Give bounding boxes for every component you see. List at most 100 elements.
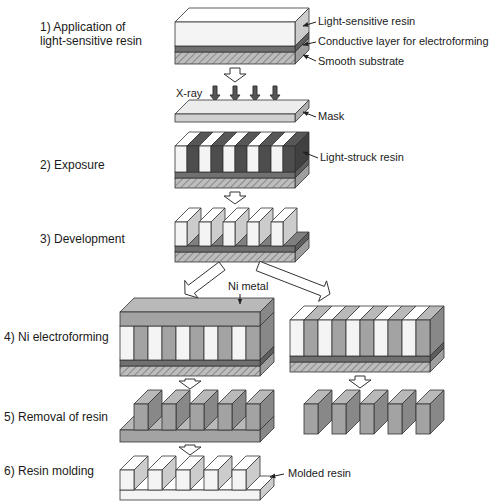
molded-tooth-side bbox=[134, 456, 148, 490]
molded-tooth-front bbox=[176, 470, 190, 490]
electroformed-column-front bbox=[190, 326, 204, 360]
process-arrow bbox=[224, 192, 246, 204]
ni-tooth-side bbox=[260, 390, 274, 430]
electroformed-column bbox=[416, 306, 444, 356]
leader-line bbox=[303, 55, 316, 61]
process-arrow bbox=[224, 68, 246, 82]
process-drawing bbox=[120, 8, 444, 500]
step-label: 1) Application of light-sensitive resin bbox=[40, 20, 152, 49]
electroformed-column-front bbox=[416, 320, 430, 356]
conductive-layer-front bbox=[175, 46, 295, 52]
ni-layer-top bbox=[120, 298, 274, 312]
resin-tooth bbox=[223, 208, 249, 246]
resin-tooth-front bbox=[175, 222, 187, 246]
smooth-substrate-front bbox=[175, 52, 295, 64]
part-label: Conductive layer for electroforming bbox=[318, 35, 489, 48]
process-arrow bbox=[179, 445, 201, 455]
ni-tooth-front bbox=[190, 404, 204, 430]
resin-column-side bbox=[295, 132, 309, 172]
smooth-substrate-hatch bbox=[290, 362, 430, 372]
ni-part bbox=[388, 390, 416, 434]
ni-tooth-side bbox=[148, 390, 162, 430]
ni-layer-front bbox=[120, 312, 260, 326]
part-label: Smooth substrate bbox=[318, 55, 404, 68]
step-label: 4) Ni electroforming bbox=[4, 330, 109, 344]
resin-column-front bbox=[259, 146, 271, 172]
part-label: Ni metal bbox=[228, 280, 268, 293]
electroformed-column-front bbox=[120, 326, 134, 360]
resin-tooth-front bbox=[247, 222, 259, 246]
part-label: Light-struck resin bbox=[320, 151, 404, 164]
ni-tooth-side bbox=[176, 390, 190, 430]
leader-line bbox=[270, 474, 284, 477]
step-label: 5) Removal of resin bbox=[4, 410, 108, 424]
resin-column-front bbox=[211, 146, 223, 172]
electroformed-column-front bbox=[402, 320, 416, 356]
molded-tooth-side bbox=[218, 456, 232, 490]
light-sensitive-resin-side bbox=[295, 8, 309, 46]
ni-tooth-front bbox=[134, 404, 148, 430]
mask-plate bbox=[175, 100, 309, 122]
leader-line bbox=[303, 22, 316, 26]
resin-column bbox=[283, 132, 309, 172]
process-arrow bbox=[349, 376, 371, 388]
ni-part-front bbox=[304, 404, 318, 434]
resin-tooth-front bbox=[271, 222, 283, 246]
process-arrow bbox=[179, 379, 201, 389]
conductive-layer-front bbox=[175, 172, 295, 178]
electroformed-column-front bbox=[332, 320, 346, 356]
mask-plate-side bbox=[295, 100, 309, 122]
molded-tooth-side bbox=[246, 456, 260, 490]
part-label: Molded resin bbox=[288, 467, 351, 480]
electroformed-column-front bbox=[162, 326, 176, 360]
resin-tooth bbox=[271, 208, 297, 246]
ni-tooth bbox=[162, 390, 190, 430]
ni-part-side bbox=[374, 390, 388, 434]
smooth-substrate-hatch bbox=[175, 52, 295, 64]
mask-plate-top bbox=[175, 100, 309, 114]
ni-layer bbox=[120, 298, 274, 326]
electroformed-column-front bbox=[388, 320, 402, 356]
resin-tooth bbox=[247, 208, 273, 246]
molded-tooth-front bbox=[232, 470, 246, 490]
molded-tooth bbox=[120, 456, 148, 490]
smooth-substrate-hatch bbox=[120, 366, 260, 376]
ni-tooth bbox=[134, 390, 162, 430]
step-label: 2) Exposure bbox=[40, 158, 105, 172]
light-sensitive-resin-front bbox=[175, 22, 295, 46]
resin-tooth bbox=[199, 208, 225, 246]
smooth-substrate-front bbox=[175, 252, 295, 262]
mask-plate-front bbox=[175, 114, 295, 122]
molded-tooth-front bbox=[120, 470, 134, 490]
resin-tooth-side bbox=[283, 208, 297, 246]
resin-tooth bbox=[175, 208, 201, 246]
conductive-layer-front bbox=[175, 246, 295, 252]
molded-base-front bbox=[120, 490, 260, 500]
electroformed-column-front bbox=[360, 320, 374, 356]
leader-line bbox=[303, 42, 316, 45]
ni-part bbox=[360, 390, 388, 434]
ni-part-side bbox=[430, 390, 444, 434]
resin-column-front bbox=[247, 146, 259, 172]
smooth-substrate-hatch bbox=[175, 252, 295, 262]
light-sensitive-resin-top bbox=[175, 8, 309, 22]
radiation-label: X-ray bbox=[176, 87, 202, 100]
electroformed-column-front bbox=[246, 326, 260, 360]
ni-tooth-front bbox=[162, 404, 176, 430]
molded-tooth bbox=[176, 456, 204, 490]
leader-line bbox=[303, 112, 316, 117]
resin-column-front bbox=[235, 146, 247, 172]
conductive-layer-front bbox=[120, 360, 260, 366]
resin-column-front bbox=[283, 146, 295, 172]
resin-column-front bbox=[187, 146, 199, 172]
ni-part-side bbox=[346, 390, 360, 434]
xray-arrow bbox=[250, 86, 260, 101]
ni-part-side bbox=[402, 390, 416, 434]
ni-part-front bbox=[388, 404, 402, 434]
electroformed-column-front bbox=[346, 320, 360, 356]
ni-part-front bbox=[416, 404, 430, 434]
xray-arrow bbox=[210, 86, 220, 101]
xray-arrow bbox=[270, 86, 280, 101]
